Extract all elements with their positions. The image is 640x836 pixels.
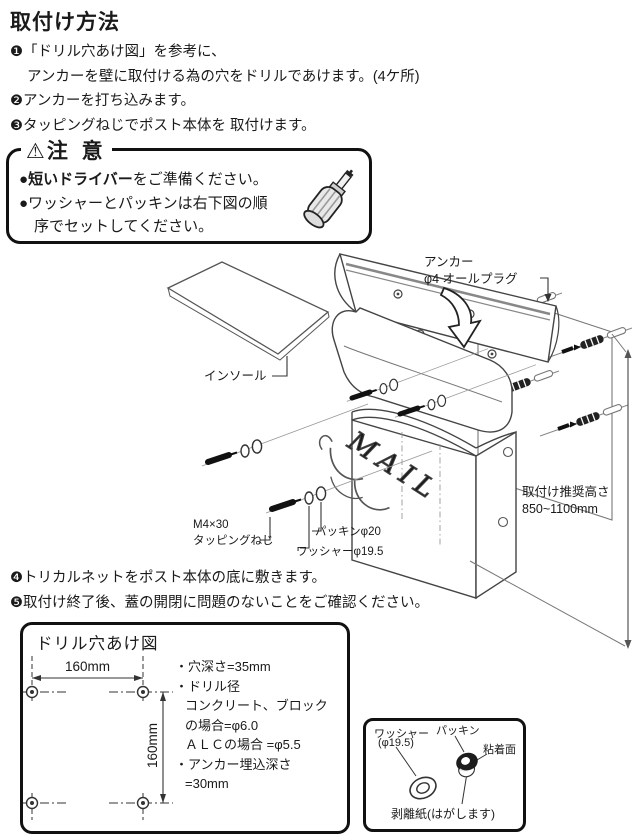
caution-title-text: 注 意 (46, 140, 107, 163)
packing-drawing (456, 752, 478, 778)
washer-leader (300, 506, 310, 549)
packing-leader (312, 502, 322, 532)
drill-dim-vertical: 160mm (145, 723, 160, 768)
caution-text: ●短いドライバーをご準備ください。 ●ワッシャーとパッキンは右下図の順 序でセッ… (19, 168, 309, 239)
step-1-line-1: ❶「ドリル穴あけ図」を参考に、 (10, 44, 226, 60)
anchor-leader (540, 277, 549, 294)
caution-line-2: ●ワッシャーとパッキンは右下図の順 (19, 194, 268, 212)
insole-label: インソール (204, 369, 267, 383)
drill-hole-figure-box: ドリル穴あけ図 (20, 622, 350, 834)
note-anchor-depth: ・アンカー埋込深さ (175, 756, 292, 772)
final-steps: ❹トリカルネットをポスト本体の底に敷きます。 ❺取付け終了後、蓋の開閉に問題のな… (10, 566, 429, 615)
caution-title: ⚠注 意 (21, 135, 112, 165)
installation-steps: ❶「ドリル穴あけ図」を参考に、 アンカーを壁に取付ける為の穴をドリルであけます。… (10, 40, 420, 138)
packing-label: パッキンφ20 (315, 525, 381, 538)
note-concrete: コンクリート、ブロック (185, 698, 328, 713)
insole-panel (166, 261, 330, 361)
page-title: 取付け方法 (10, 11, 120, 34)
note-anchor-depth-value: =30mm (185, 776, 229, 791)
screwdriver-icon (303, 169, 354, 229)
mailbox-body (351, 408, 517, 600)
screw-label-1: M4×30 (193, 519, 228, 531)
height-dimension (469, 333, 632, 649)
anchor-label-1: アンカー (424, 255, 474, 269)
caution-line-3: 序でセットしてください。 (34, 218, 214, 235)
anchor-leader-arrow (544, 294, 552, 302)
bullet-icon: ● (19, 171, 29, 188)
height-label-1: 取付け推奨高さ (522, 484, 610, 499)
screw-leader (260, 517, 271, 541)
drill-notes: ・穴深さ=35mm ・ドリル径 コンクリート、ブロック の場合=φ6.0 ＡＬＣ… (175, 657, 347, 794)
drill-dim-horizontal: 160mm (65, 659, 110, 674)
caution-line-1: ●短いドライバーをご準備ください。 (19, 168, 309, 192)
height-label-2: 850~1100mm (522, 502, 598, 516)
exploded-assembly-diagram: インソール (166, 253, 634, 649)
packing-fig-label: パッキン (436, 725, 480, 737)
screw-label-2: タッピングねじ (193, 533, 274, 547)
washer-fig-label-1: ワッシャー (374, 728, 429, 740)
washer-drawing (409, 776, 437, 800)
drill-hole-diagram: 160mm 160mm (23, 656, 173, 820)
washer-label: ワッシャーφ19.5 (296, 546, 383, 558)
washer-packing-figure-box: ワッシャー (φ19.5) パッキン 粘着面 剥離紙(はがします) (363, 718, 526, 832)
drill-holes (25, 685, 150, 810)
caution-line-1-bold: 短いドライバー (28, 171, 133, 188)
step-4: ❹トリカルネットをポスト本体の底に敷きます。 (10, 570, 327, 586)
insole-leader (272, 356, 288, 377)
washer-fig-label-2: (φ19.5) (378, 737, 414, 749)
note-drill-diameter: ・ドリル径 (175, 678, 241, 694)
step-1-line-2: アンカーを壁に取付ける為の穴をドリルであけます。(4ケ所) (27, 68, 420, 85)
note-concrete-value: の場合=φ6.0 (185, 717, 259, 733)
caution-line-1-rest: をご準備ください。 (132, 171, 268, 188)
anchor-label-2: φ4 オールプラグ (424, 272, 518, 286)
release-paper-label: 剥離紙(はがします) (391, 807, 495, 821)
close-direction-arrow (439, 286, 482, 349)
step-2: ❷アンカーを打ち込みます。 (10, 93, 195, 109)
note-alc-value: ＡＬＣの場合 =φ5.5 (185, 737, 301, 752)
step-5: ❺取付け終了後、蓋の開閉に問題のないことをご確認ください。 (10, 594, 429, 611)
caution-box: ⚠注 意 ●短いドライバーをご準備ください。 ●ワッシャーとパッキンは右下図の順… (6, 135, 372, 244)
washer-packing-diagram (395, 735, 488, 805)
note-hole-depth: ・穴深さ=35mm (175, 659, 271, 674)
step-3: ❸タッピングねじでポスト本体を 取付けます。 (10, 117, 316, 134)
warning-triangle-icon: ⚠ (26, 140, 45, 163)
adhesive-face-label: 粘着面 (483, 744, 516, 756)
drill-figure-title: ドリル穴あけ図 (36, 635, 159, 653)
